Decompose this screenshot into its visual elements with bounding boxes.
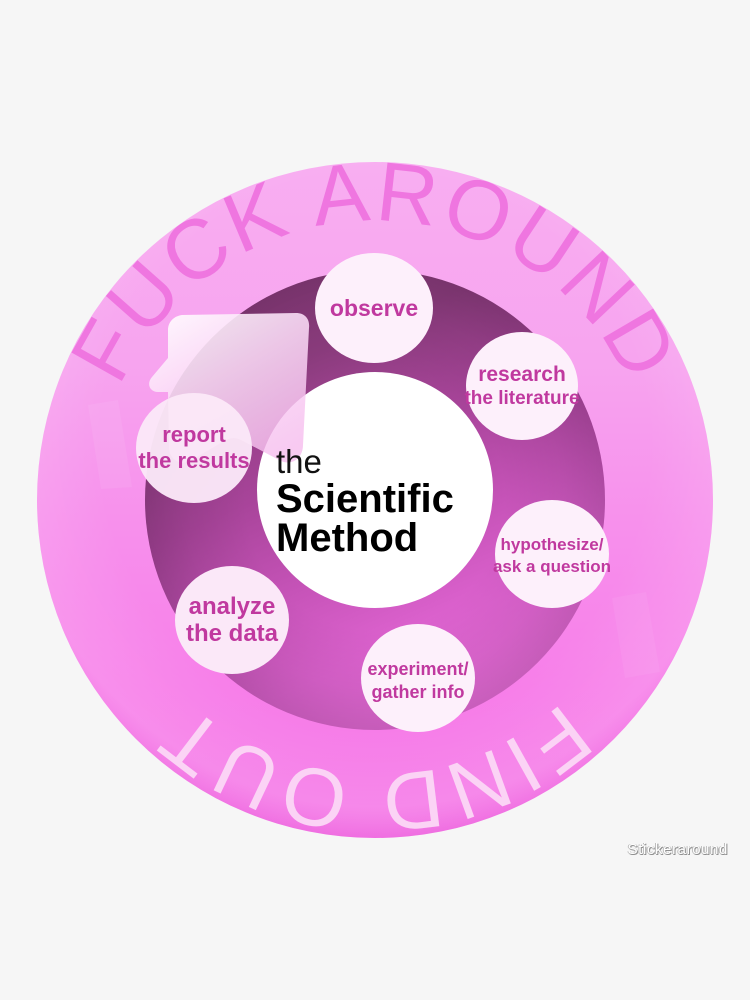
step-label-analyze-line1: analyze bbox=[189, 593, 276, 620]
center-hole bbox=[257, 372, 493, 608]
step-label-research-line1: research bbox=[478, 363, 566, 386]
center-title-line1: the bbox=[276, 443, 322, 480]
step-bubble-hypothesize[interactable]: hypothesize/ ask a question bbox=[493, 500, 611, 608]
step-label-research-line2: the literature bbox=[464, 388, 579, 409]
step-bubble-experiment[interactable]: experiment/ gather info bbox=[361, 624, 475, 732]
step-label-analyze-line2: the data bbox=[186, 620, 279, 647]
step-label-observe-line1: observe bbox=[330, 295, 418, 321]
center-title-line2: Scientific bbox=[276, 477, 454, 521]
step-label-report-line2: the results bbox=[138, 448, 249, 473]
step-bubble-report[interactable]: report the results bbox=[136, 393, 252, 503]
step-label-report-line1: report bbox=[162, 422, 226, 447]
center-title-line3: Method bbox=[276, 516, 418, 560]
step-label-hypothesize-line2: ask a question bbox=[493, 557, 611, 576]
step-bubble-analyze[interactable]: analyze the data bbox=[175, 566, 289, 674]
watermark: Stickeraround bbox=[627, 841, 728, 858]
ring-seam-left bbox=[88, 400, 132, 489]
step-label-experiment-line2: gather info bbox=[372, 682, 465, 702]
step-bubble-observe[interactable]: observe bbox=[315, 253, 433, 363]
step-label-experiment-line1: experiment/ bbox=[367, 659, 468, 679]
step-bubble-research[interactable]: research the literature bbox=[464, 332, 580, 440]
step-label-hypothesize-line1: hypothesize/ bbox=[501, 535, 604, 554]
center-title: the Scientific Method bbox=[276, 443, 454, 560]
ring-seam-right bbox=[612, 592, 660, 678]
